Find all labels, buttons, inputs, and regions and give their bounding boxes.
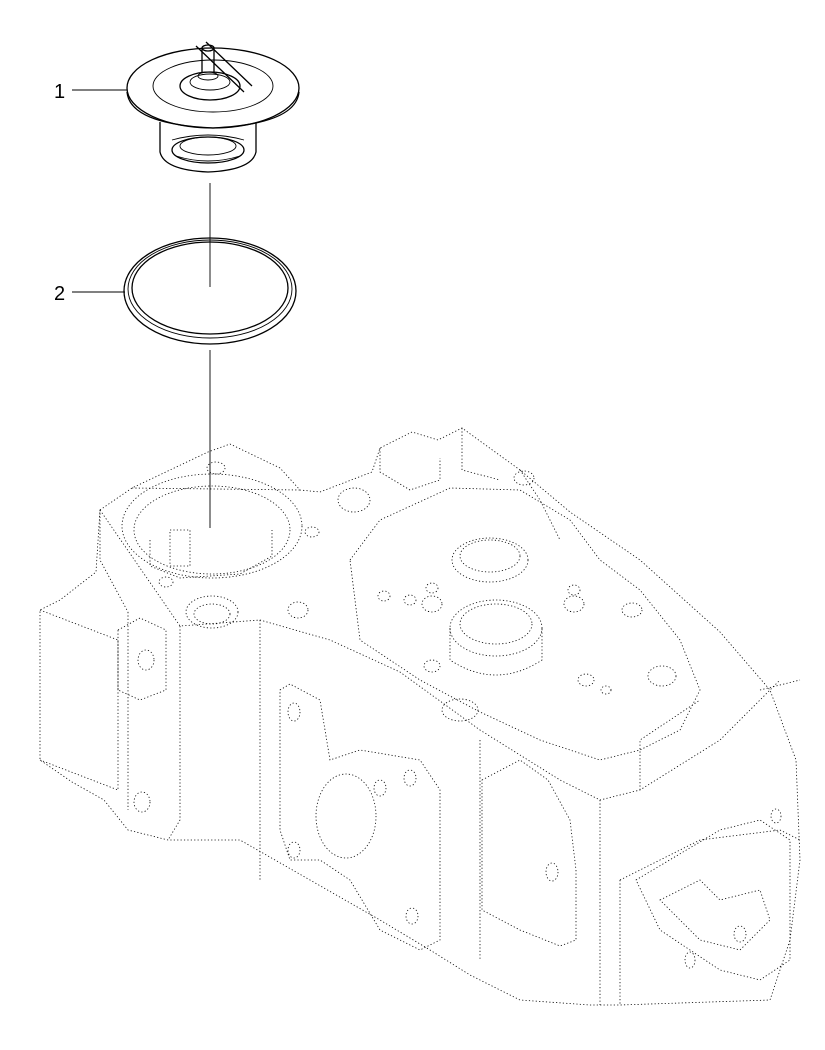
cylinder-head-drawing xyxy=(39,427,801,1006)
callout-2: 2 xyxy=(54,283,125,305)
callout-number-2: 2 xyxy=(54,283,65,305)
thermostat-part xyxy=(126,41,300,173)
callout-number-1: 1 xyxy=(54,81,65,103)
callout-1: 1 xyxy=(54,81,128,103)
